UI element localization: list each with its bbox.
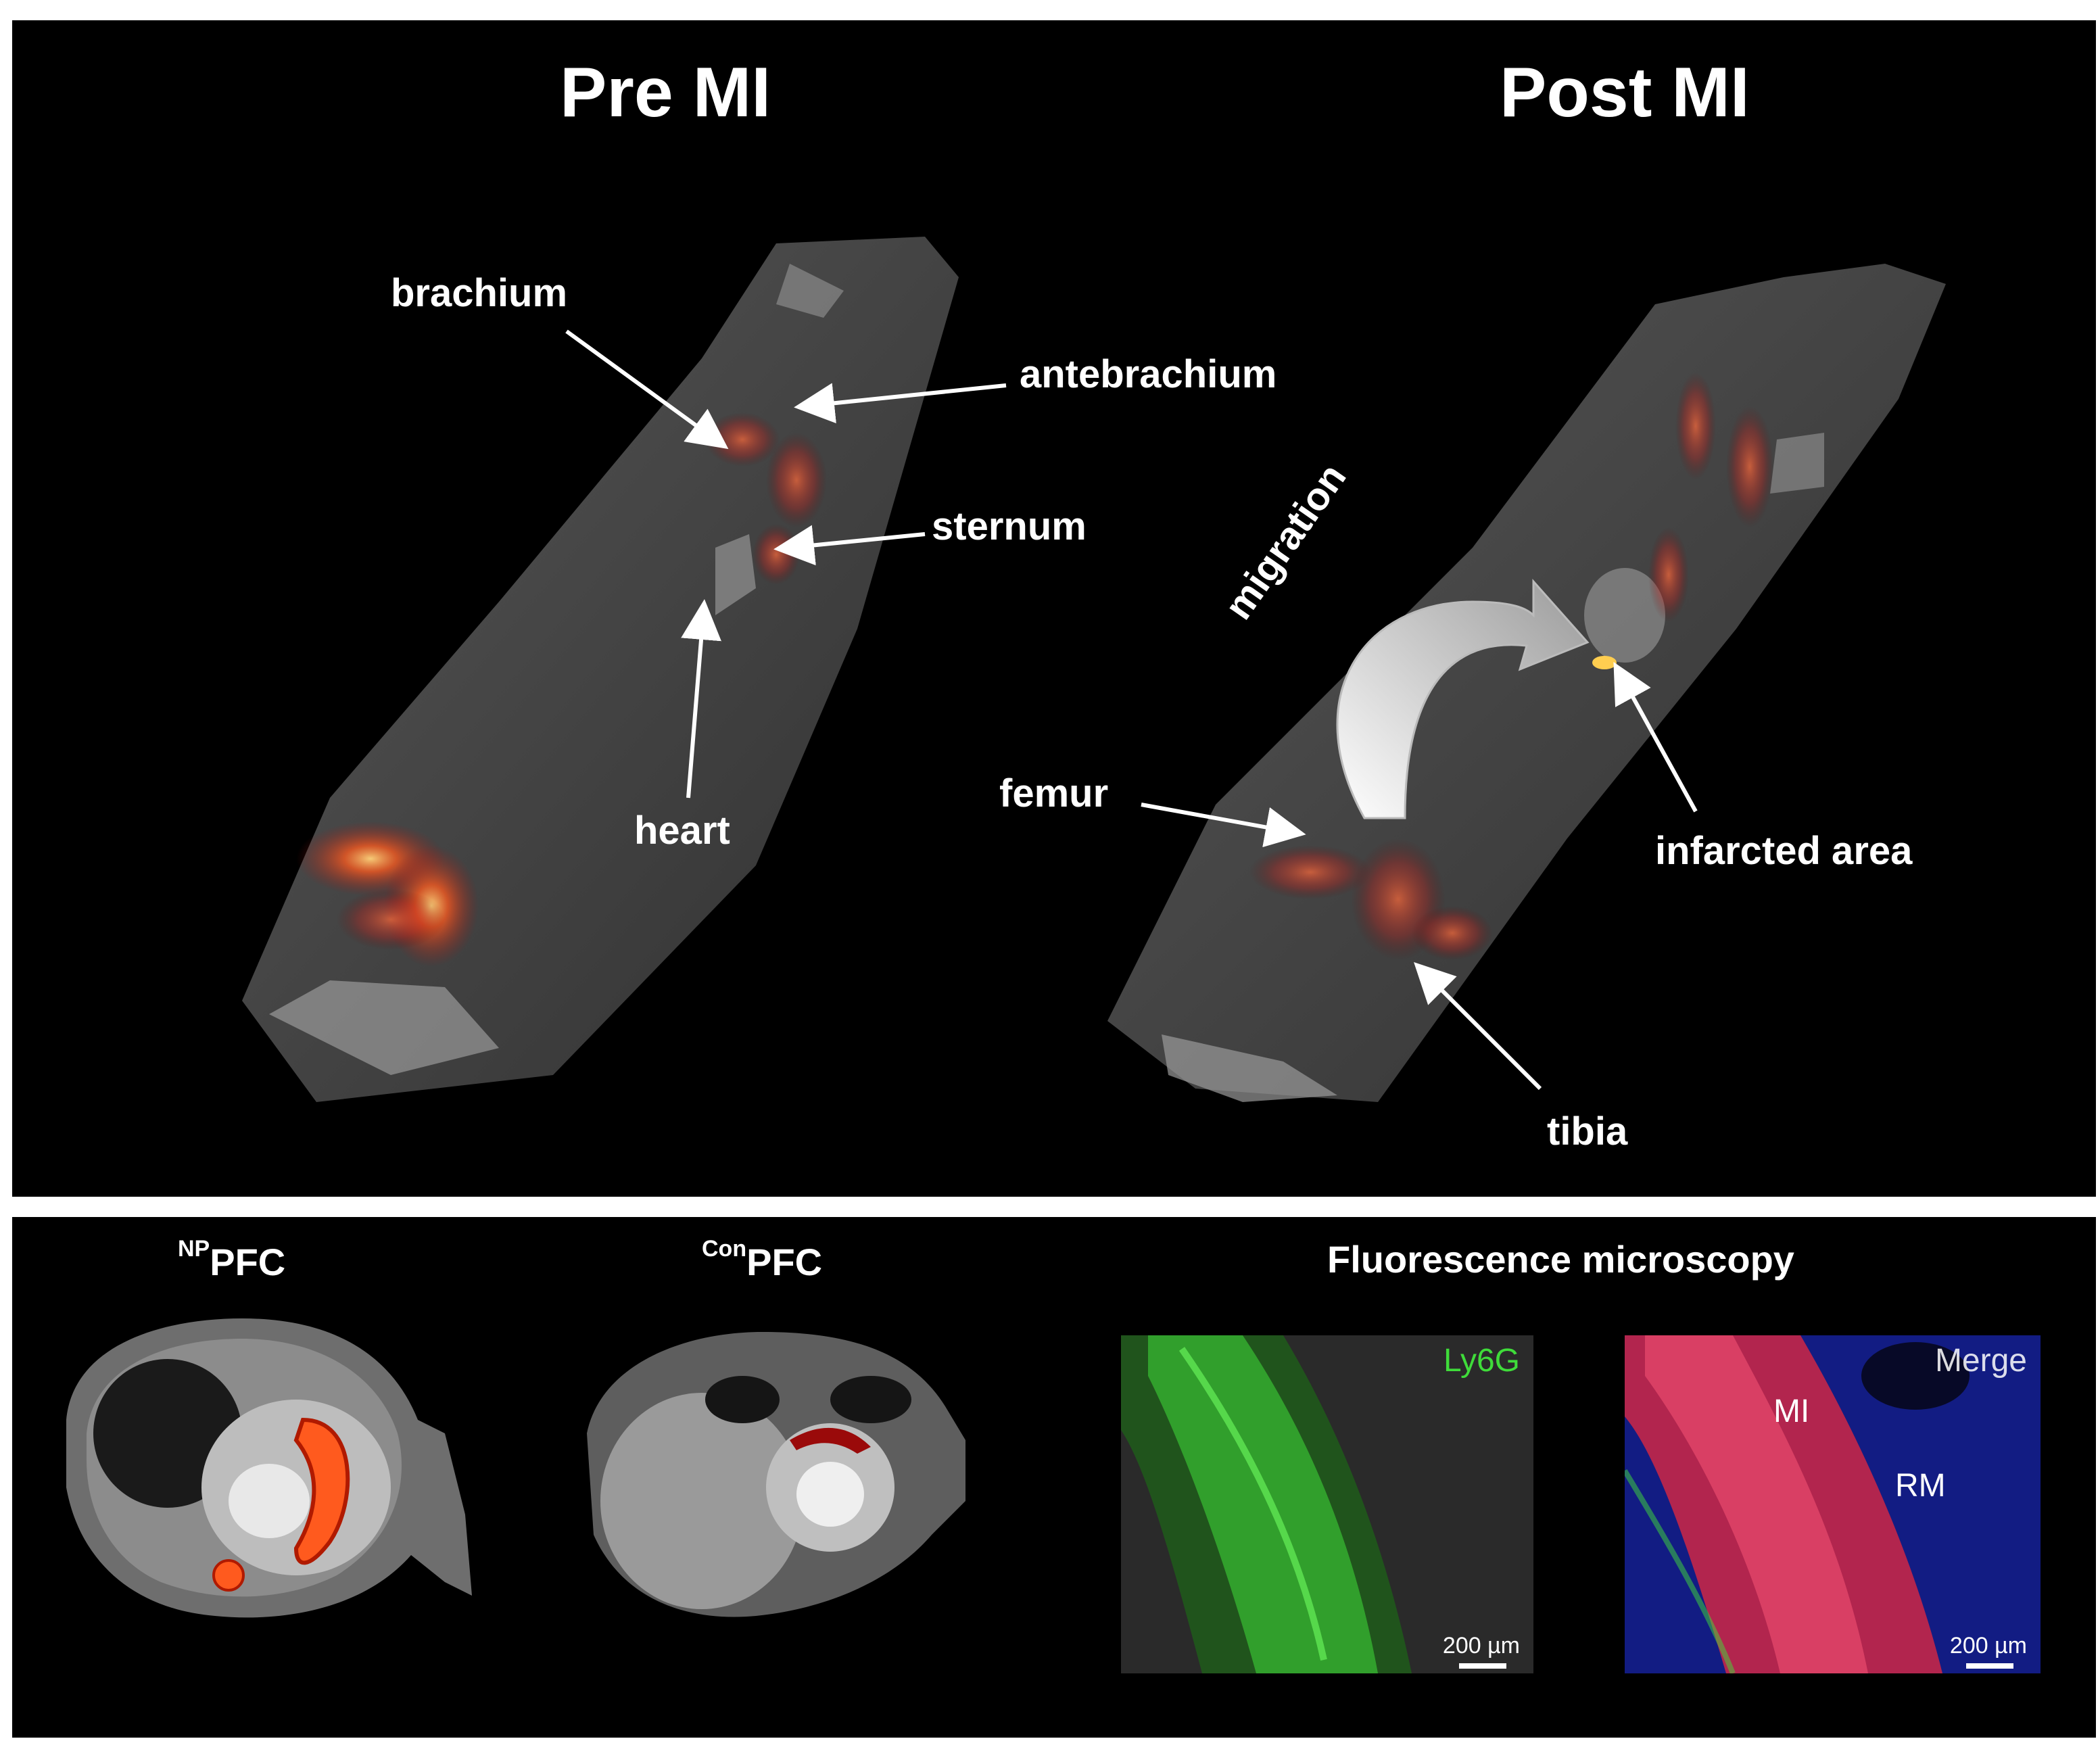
sternum-arrow bbox=[773, 525, 926, 566]
heart-label: heart bbox=[634, 809, 730, 853]
fluorescence-title: Fluorescence microscopy bbox=[1327, 1238, 1794, 1281]
body-renderings bbox=[242, 237, 1946, 1102]
pre-mi-title: Pre MI bbox=[560, 53, 771, 132]
bottom-panel: NPPFC ConPFC Fluorescence microscopy bbox=[12, 1217, 2096, 1738]
brachium-label: brachium bbox=[391, 271, 568, 315]
antebrachium-arrow bbox=[794, 383, 1007, 424]
con-pfc-mri bbox=[587, 1332, 965, 1617]
np-pfc-main: PFC bbox=[210, 1241, 286, 1283]
migration-arrow bbox=[1336, 579, 1590, 819]
scale-right-text: 200 µm bbox=[1949, 1633, 2027, 1659]
femur-label: femur bbox=[999, 771, 1109, 815]
np-pfc-mri bbox=[66, 1318, 472, 1618]
ly6g-label: Ly6G bbox=[1443, 1343, 1520, 1379]
np-pfc-title: NPPFC bbox=[178, 1236, 285, 1284]
sternum-label: sternum bbox=[932, 504, 1087, 548]
scale-left-bar bbox=[1459, 1663, 1506, 1669]
antebrachium-label: antebrachium bbox=[1020, 352, 1277, 396]
np-superscript: NP bbox=[178, 1236, 210, 1262]
mri-images bbox=[66, 1318, 965, 1618]
pre-mi-body bbox=[242, 237, 959, 1102]
brachium-arrow bbox=[565, 329, 729, 450]
ly6g-signal bbox=[1121, 1335, 1412, 1673]
scale-left-text: 200 µm bbox=[1442, 1633, 1520, 1659]
mi-label: MI bbox=[1773, 1393, 1810, 1429]
con-pfc-main: PFC bbox=[746, 1241, 823, 1283]
infarcted-area-arrow bbox=[1613, 661, 1698, 813]
post-mi-title: Post MI bbox=[1500, 53, 1750, 132]
merge-signal bbox=[1625, 1335, 2041, 1673]
con-pfc-title: ConPFC bbox=[702, 1236, 822, 1284]
con-superscript: Con bbox=[702, 1236, 747, 1262]
tibia-label: tibia bbox=[1547, 1110, 1628, 1153]
infarcted-area-label: infarcted area bbox=[1655, 829, 1913, 873]
top-panel: Pre MI Post MI brachium antebrachium ste… bbox=[12, 20, 2096, 1197]
merge-micrograph: Merge MI RM 200 µm bbox=[1625, 1335, 2041, 1673]
tibia-arrow bbox=[1414, 962, 1542, 1091]
ly6g-micrograph: Ly6G 200 µm bbox=[1121, 1335, 1533, 1673]
merge-label: Merge bbox=[1934, 1343, 2027, 1379]
scale-right-bar bbox=[1966, 1663, 2013, 1669]
heart-arrow bbox=[681, 599, 721, 798]
femur-arrow bbox=[1141, 803, 1306, 848]
rm-label: RM bbox=[1895, 1468, 1946, 1504]
post-mi-body bbox=[1107, 264, 1946, 1102]
